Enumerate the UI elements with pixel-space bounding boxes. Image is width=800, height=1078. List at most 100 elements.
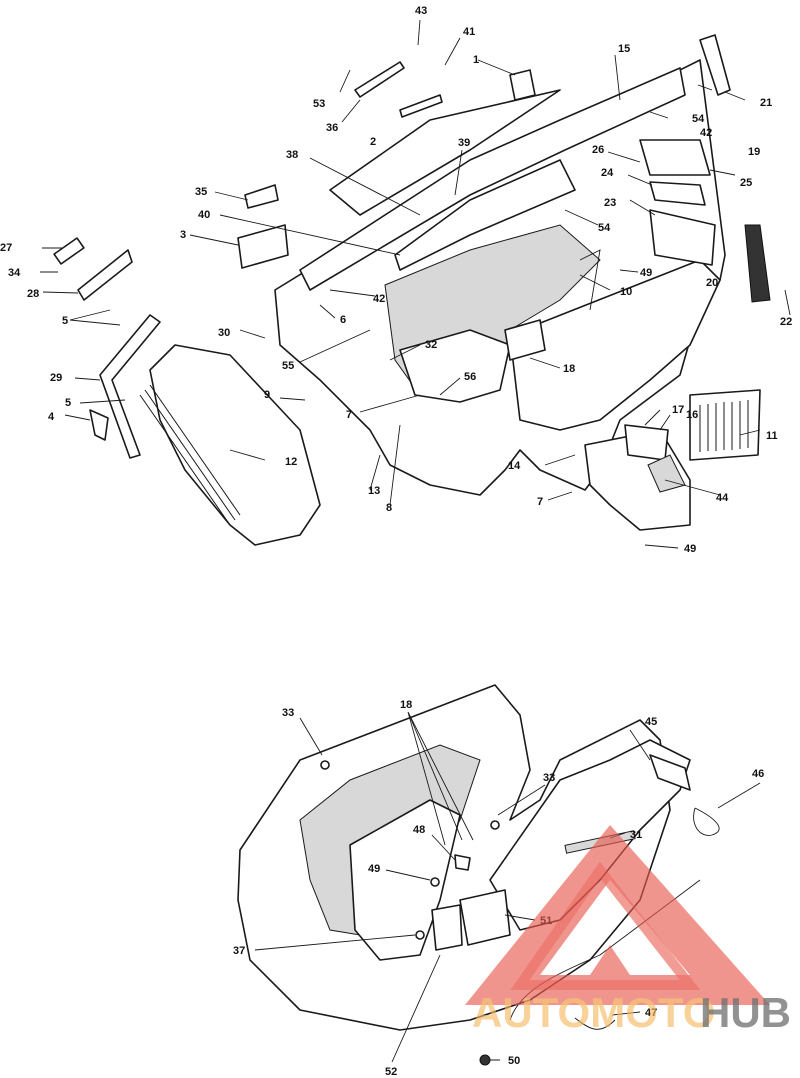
callout-label: 32: [425, 339, 437, 351]
callout-label: 40: [198, 209, 210, 221]
watermark-triangle-inner: [510, 861, 701, 990]
callout-label: 22: [780, 316, 792, 328]
seat-pad: [149, 344, 321, 546]
callout-label: 13: [368, 485, 380, 497]
callout-label: 54: [598, 222, 611, 234]
fastener-33a: [320, 760, 330, 770]
bracket-52: [431, 904, 463, 951]
callout-label: 42: [373, 293, 385, 305]
tub-floor: [399, 329, 511, 403]
callout-label: 48: [413, 824, 425, 836]
callout-label: 42: [700, 127, 712, 139]
callout-label: 52: [385, 1066, 397, 1078]
callout-label: 49: [640, 267, 652, 279]
callout-label: 9: [264, 389, 270, 401]
callout-label: 6: [340, 314, 346, 326]
callout-label: 11: [766, 430, 778, 442]
bracket-3: [237, 224, 289, 269]
callout-label: 37: [233, 945, 245, 957]
box-25: [639, 139, 711, 176]
upper-callout-labels: 43 41 1 15 53 36 2 54 42 19 21 38 39 26 …: [0, 5, 792, 555]
cable-46: [693, 807, 720, 836]
fastener-49: [430, 877, 440, 887]
shock-20: [744, 224, 771, 303]
callout-label: 36: [326, 122, 338, 134]
callout-label: 19: [748, 146, 760, 158]
callout-label: 5: [65, 397, 71, 409]
rod-36: [354, 61, 405, 98]
tail-plate-fins: [699, 400, 749, 452]
callout-label: 16: [686, 409, 698, 421]
callout-label: 35: [195, 186, 207, 198]
watermark-text-main: AUTOMOTO: [472, 989, 715, 1036]
callout-label: 41: [463, 26, 475, 38]
bracket-1: [509, 69, 536, 101]
rod-10: [579, 249, 601, 311]
panel-39: [394, 159, 576, 271]
lower-leader-lines: [254, 711, 761, 1063]
callout-label: 1: [473, 54, 479, 66]
upper-assembly: [40, 19, 791, 549]
bracket-18: [504, 319, 546, 361]
strut-21: [699, 34, 731, 96]
rod-2: [399, 94, 443, 118]
callout-label: 10: [620, 286, 632, 298]
callout-label: 43: [415, 5, 427, 17]
callout-label: 27: [0, 242, 12, 254]
callout-label: 38: [286, 149, 298, 161]
callout-label: 24: [601, 167, 614, 179]
callout-label: 2: [370, 136, 376, 148]
fastener-37: [415, 930, 425, 940]
callout-label: 49: [684, 543, 696, 555]
callout-label: 33: [282, 707, 294, 719]
callout-label: 12: [285, 456, 297, 468]
grab-handle: [99, 314, 161, 459]
top-rail: [299, 67, 686, 291]
callout-label: 34: [8, 267, 21, 279]
panel-38: [329, 89, 561, 216]
callout-label: 49: [368, 863, 380, 875]
callout-label: 21: [760, 97, 772, 109]
callout-label: 39: [458, 137, 470, 149]
hinge-16: [624, 424, 669, 461]
callout-label: 33: [543, 772, 555, 784]
automotohub-watermark: AUTOMOTO HUB: [465, 825, 791, 1036]
callout-label: 23: [604, 197, 616, 209]
cover-latch: [649, 754, 691, 791]
watermark-text-hub: HUB: [700, 989, 791, 1036]
right-side-panel: [509, 259, 721, 431]
callout-label: 17: [672, 404, 684, 416]
callout-label: 55: [282, 360, 294, 372]
callout-label: 18: [563, 363, 575, 375]
seat-pad-edge: [139, 384, 241, 526]
callout-label: 3: [180, 229, 186, 241]
upper-leader-lines: [40, 19, 791, 549]
callout-label: 54: [692, 113, 705, 125]
callout-label: 4: [48, 411, 55, 423]
callout-label: 7: [346, 409, 352, 421]
callout-label: 15: [618, 43, 630, 55]
callout-label: 20: [706, 277, 718, 289]
callout-label: 44: [716, 492, 729, 504]
bracket-28: [77, 249, 133, 301]
callout-label: 50: [508, 1055, 520, 1067]
callout-label: 8: [386, 502, 392, 514]
callout-label: 47: [645, 1007, 657, 1019]
callout-label: 45: [645, 716, 657, 728]
callout-label: 26: [592, 144, 604, 156]
fastener-33b: [490, 820, 500, 830]
callout-label: 46: [752, 768, 764, 780]
clip-4: [89, 409, 109, 441]
callout-label: 5: [62, 315, 68, 327]
callout-label: 25: [740, 177, 752, 189]
callout-label: 28: [27, 288, 39, 300]
clip-48: [454, 854, 471, 871]
bracket-35: [244, 184, 279, 209]
callout-label: 53: [313, 98, 325, 110]
callout-label: 18: [400, 699, 412, 711]
callout-label: 31: [630, 829, 642, 841]
plate-24: [649, 181, 706, 206]
callout-label: 30: [218, 327, 230, 339]
callout-label: 14: [508, 460, 521, 472]
